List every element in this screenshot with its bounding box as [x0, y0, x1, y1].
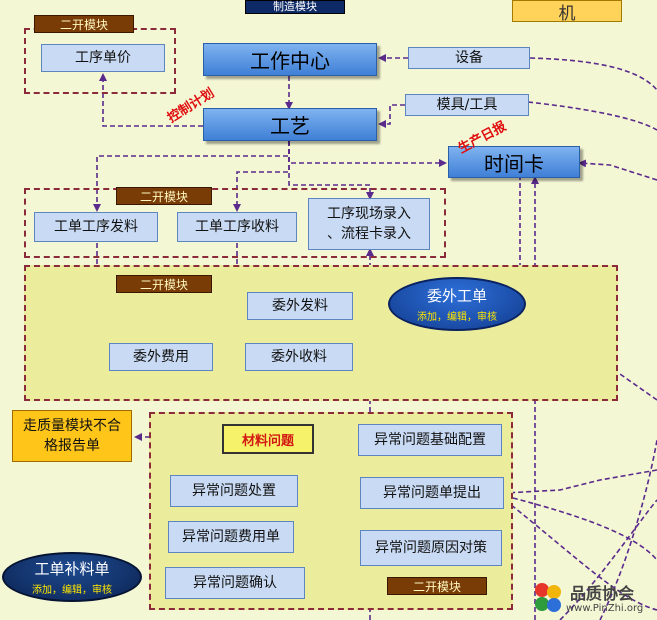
pinzhi-logo-icon [535, 583, 561, 612]
connector-process-onsite [288, 141, 374, 200]
zone-tag-4: 二开模块 [387, 577, 487, 595]
node-onsite-entry-line2: 、流程卡录入 [327, 226, 411, 242]
supplement-order-sub: 添加，编辑，审核 [32, 585, 112, 596]
node-supplement-order[interactable]: 工单补料单 添加，编辑，审核 [2, 552, 142, 602]
outsource-order-sub: 添加，编辑，审核 [417, 312, 497, 323]
quality-report-line1: 走质量模块不合 [23, 418, 121, 434]
connector-right-b [527, 101, 657, 131]
node-work-center[interactable]: 工作中心 [203, 43, 377, 76]
connector-right-d [504, 495, 657, 561]
quality-report-line2: 格报告单 [44, 438, 100, 454]
node-quality-report[interactable]: 走质量模块不合 格报告单 [12, 410, 132, 462]
node-anomaly-cost[interactable]: 异常问题费用单 [168, 521, 294, 553]
top-module-label: 制造模块 [245, 0, 345, 14]
node-onsite-entry-line1: 工序现场录入 [327, 206, 411, 222]
zone-outsourcing [24, 265, 618, 401]
node-mold-tool[interactable]: 模具/工具 [405, 94, 529, 116]
node-process[interactable]: 工艺 [203, 108, 377, 141]
node-anomaly-confirm[interactable]: 异常问题确认 [165, 567, 305, 599]
node-outsource-cost[interactable]: 委外费用 [109, 343, 213, 371]
connector-right-timecard [578, 159, 657, 181]
node-outsource-order[interactable]: 委外工单 添加，编辑，审核 [388, 277, 526, 331]
node-receive-material[interactable]: 工单工序收料 [177, 212, 297, 242]
node-material-problem[interactable]: 材料问题 [222, 424, 314, 454]
node-issue-material[interactable]: 工单工序发料 [34, 212, 158, 242]
connector-right-e [559, 499, 657, 620]
connector-right-ellipse [458, 326, 657, 401]
connector-process-price [99, 73, 203, 127]
watermark-name: 品质协会 [570, 584, 635, 603]
node-anomaly-handling[interactable]: 异常问题处置 [170, 475, 298, 507]
connector-right-c [504, 499, 657, 611]
corner-label: 机 [512, 0, 622, 24]
node-outsource-issue[interactable]: 委外发料 [247, 292, 353, 320]
connector-process-timecard [288, 141, 447, 167]
connector-right-a [529, 57, 657, 91]
watermark-url: www.PinZhi.org [566, 603, 644, 614]
connector-right-f [599, 439, 657, 620]
zone-material [24, 188, 446, 258]
connector-process-receive [233, 141, 290, 212]
supplement-order-title: 工单补料单 [34, 560, 110, 578]
node-anomaly-base-config[interactable]: 异常问题基础配置 [358, 424, 502, 456]
node-onsite-entry[interactable]: 工序现场录入 、流程卡录入 [308, 198, 430, 250]
connector-mold-process [378, 104, 405, 128]
zone-tag-1: 二开模块 [34, 15, 134, 33]
node-time-card[interactable]: 时间卡 [448, 146, 580, 178]
node-equipment[interactable]: 设备 [408, 47, 530, 69]
outsource-order-title: 委外工单 [426, 287, 487, 305]
node-procedure-price[interactable]: 工序单价 [41, 44, 165, 72]
connector-process-issue [93, 141, 290, 212]
zone-tag-2: 二开模块 [116, 187, 212, 205]
node-anomaly-cause[interactable]: 异常问题原因对策 [360, 530, 502, 566]
zone-tag-3: 二开模块 [116, 275, 212, 293]
node-outsource-receive[interactable]: 委外收料 [245, 343, 353, 371]
node-anomaly-submit[interactable]: 异常问题单提出 [360, 477, 504, 509]
connector-right-submit [503, 469, 657, 497]
